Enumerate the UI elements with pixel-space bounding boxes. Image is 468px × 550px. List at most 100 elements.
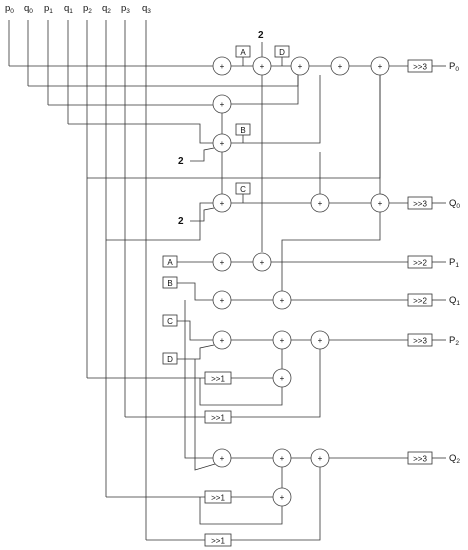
- adder-r8: [272, 368, 292, 388]
- tap-q1: [68, 123, 215, 144]
- input-label-q0: q0: [24, 3, 33, 15]
- adder-symbol: +: [220, 258, 225, 267]
- adder-symbol: +: [260, 258, 265, 267]
- adder-symbol: +: [378, 199, 383, 208]
- adder-r10-2: [272, 448, 292, 468]
- B-left-wire: [177, 282, 213, 301]
- adder-r4-1: [212, 193, 232, 213]
- adders-layer: [212, 56, 390, 507]
- adder-r5-2: [252, 252, 272, 272]
- box-A-top: [235, 45, 251, 58]
- adder-r10-3: [310, 448, 330, 468]
- r8-loop: [199, 378, 283, 406]
- input-label-p1: p1: [44, 3, 53, 15]
- halve-r8: [204, 371, 232, 385]
- const-mid-wire: [190, 147, 215, 162]
- adder-symbol: +: [318, 199, 323, 208]
- C-left-wire: [177, 320, 213, 341]
- input-label-p2: p2: [83, 3, 92, 15]
- halve-r8-text: >>1: [211, 375, 225, 384]
- shift-Q0-text: >>3: [413, 200, 427, 209]
- adder-symbol: +: [220, 139, 225, 148]
- shift-Q2-text: >>3: [413, 455, 427, 464]
- r11-loop: [199, 497, 283, 525]
- adder-r1-2: [252, 56, 272, 76]
- adder-symbol: +: [280, 336, 285, 345]
- box-A-top-text: A: [240, 48, 246, 57]
- adder-r7-2: [272, 330, 292, 350]
- adder-r11: [272, 487, 292, 507]
- r9-out: [231, 349, 321, 418]
- box-C-top: [235, 182, 251, 195]
- box-C-left: [162, 314, 178, 327]
- constant-2-low: 2: [178, 216, 184, 227]
- adder-symbol: +: [220, 100, 225, 109]
- shift-P2: [407, 333, 433, 347]
- boxes-layer: [162, 45, 433, 547]
- tap-q2: [106, 202, 215, 241]
- adder-r1-1: [212, 56, 232, 76]
- adder-symbol: +: [220, 336, 225, 345]
- adder-r7-1: [212, 330, 232, 350]
- adder-symbol: +: [280, 374, 285, 383]
- r12-out: [231, 467, 321, 541]
- adder-symbol: +: [318, 454, 323, 463]
- r2-out: [231, 75, 299, 105]
- adder-r10-1: [212, 448, 232, 468]
- shift-P1: [407, 255, 433, 269]
- adder-r2: [212, 94, 232, 114]
- adder-r7-3: [310, 330, 330, 350]
- adder-symbol: +: [220, 199, 225, 208]
- input-label-q1: q1: [64, 3, 73, 15]
- box-C-left-text: C: [167, 317, 173, 326]
- box-B-top-text: B: [240, 126, 245, 135]
- shift-P0-text: >>3: [413, 63, 427, 72]
- r3-out: [231, 75, 321, 144]
- feed-r6: [281, 212, 381, 291]
- halve-r11: [204, 490, 232, 504]
- halve-r9: [204, 410, 232, 424]
- halve-r12-text: >>1: [211, 537, 225, 546]
- input-label-p3: p3: [121, 3, 130, 15]
- input-label-q2: q2: [102, 3, 111, 15]
- halve-r11-text: >>1: [211, 494, 225, 503]
- box-B-left-text: B: [167, 279, 172, 288]
- halve-r9-text: >>1: [211, 414, 225, 423]
- input-label-q3: q3: [142, 3, 151, 15]
- adder-r4-2: [310, 193, 330, 213]
- adder-symbol: +: [220, 62, 225, 71]
- adder-symbol: +: [298, 62, 303, 71]
- D-left-wire: [177, 344, 215, 360]
- box-D-left-text: D: [167, 355, 173, 364]
- box-B-top: [235, 123, 251, 136]
- shift-Q0: [407, 196, 433, 210]
- adder-symbol: +: [318, 336, 323, 345]
- shift-Q1-text: >>2: [413, 297, 427, 306]
- halve-r12: [204, 533, 232, 547]
- box-D-top: [274, 45, 290, 58]
- adder-symbol: +: [280, 454, 285, 463]
- box-D-left: [162, 352, 178, 365]
- wires-layer: [8, 20, 446, 541]
- adder-symbol: +: [378, 62, 383, 71]
- input-label-p0: p0: [5, 3, 14, 15]
- adder-symbol: +: [280, 493, 285, 502]
- box-A-left-text: A: [167, 258, 173, 267]
- constant-2-top: 2: [258, 30, 264, 41]
- adder-symbol: +: [280, 296, 285, 305]
- shift-Q1: [407, 293, 433, 307]
- output-P1: P1: [449, 257, 459, 269]
- box-A-left: [162, 255, 178, 268]
- shift-P2-text: >>3: [413, 337, 427, 346]
- output-P0: P0: [449, 61, 459, 73]
- output-P2: P2: [449, 335, 459, 347]
- adder-r6-1: [212, 290, 232, 310]
- adder-r5-1: [212, 252, 232, 272]
- output-Q2: Q2: [449, 453, 460, 465]
- box-B-left: [162, 276, 178, 289]
- shift-P1-text: >>2: [413, 259, 427, 268]
- adder-symbol: +: [338, 62, 343, 71]
- box-C-top-text: C: [240, 185, 246, 194]
- adder-symbol: +: [220, 454, 225, 463]
